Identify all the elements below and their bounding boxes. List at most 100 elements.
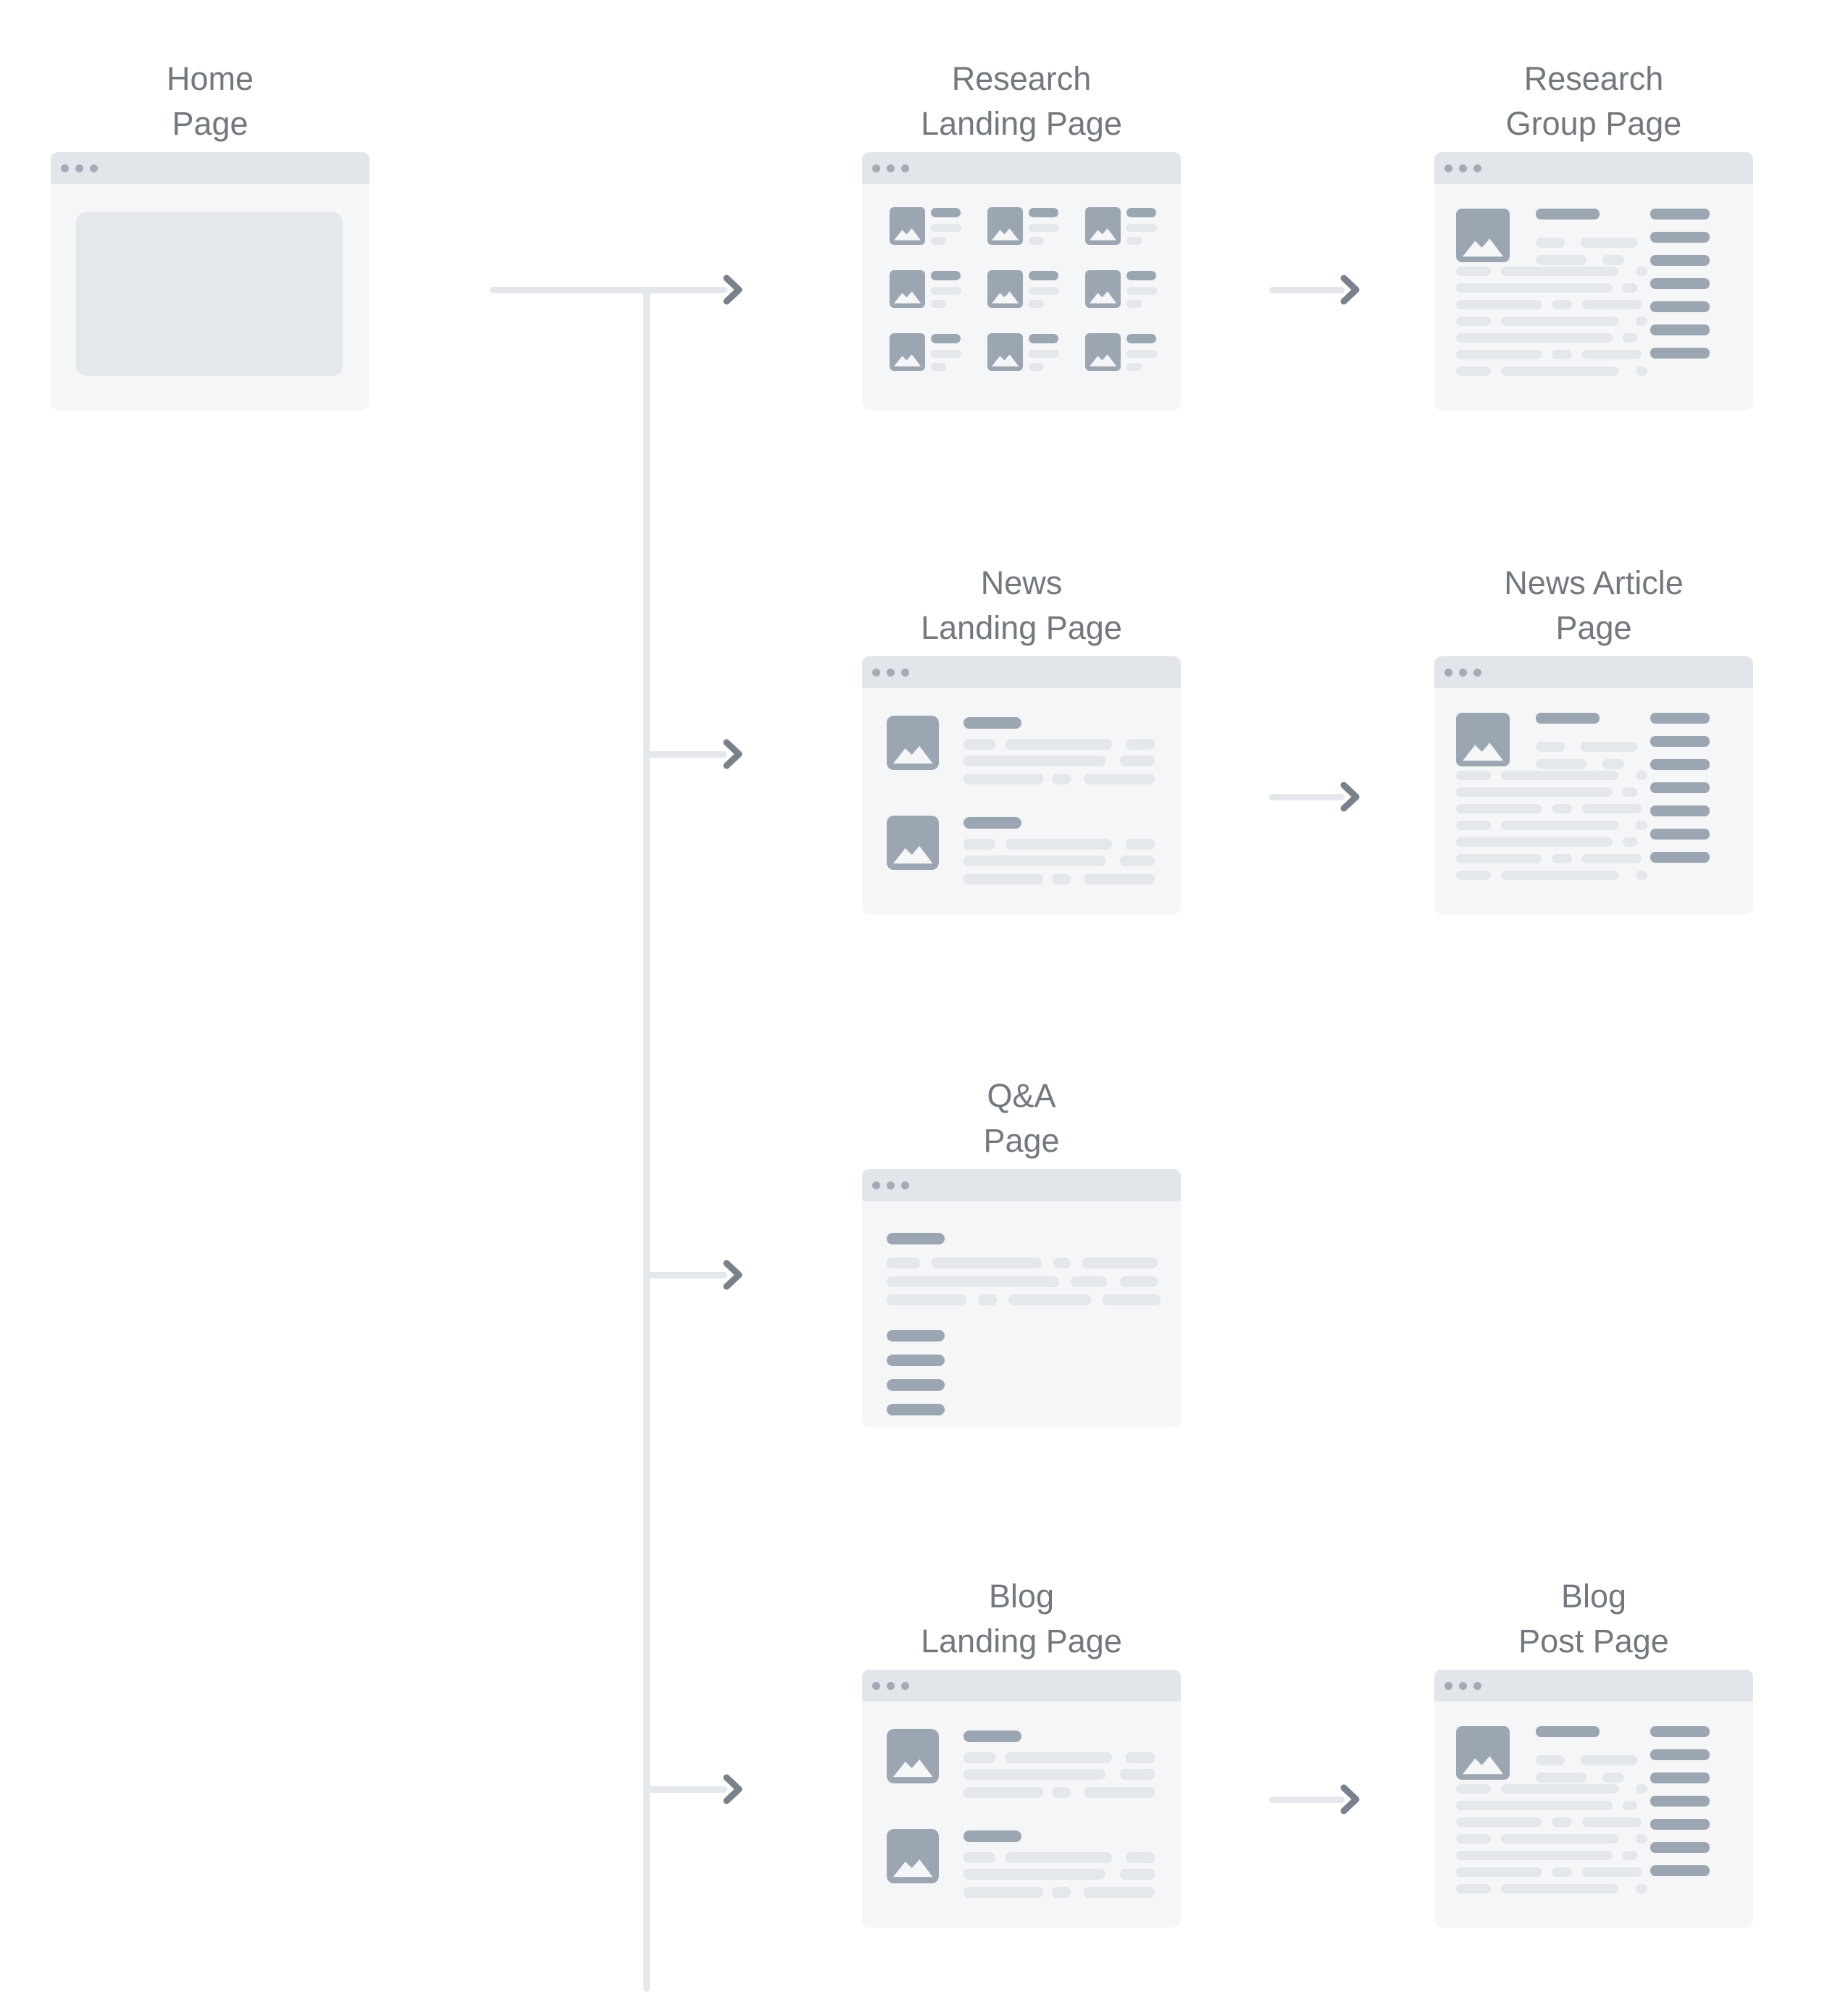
card-text-line bbox=[931, 224, 961, 232]
card-title-line bbox=[1126, 334, 1156, 343]
paragraph-line bbox=[1456, 350, 1542, 359]
list-title-line bbox=[963, 1830, 1021, 1842]
connector-research-to-group bbox=[1269, 287, 1345, 293]
list-text-line bbox=[963, 1769, 1105, 1780]
arrow-right-icon bbox=[1340, 1784, 1360, 1815]
article-meta-line bbox=[1602, 255, 1624, 265]
image-placeholder-icon bbox=[1456, 1726, 1510, 1780]
list-text-line bbox=[963, 756, 1105, 766]
article-meta-line bbox=[1536, 238, 1565, 248]
image-placeholder-icon bbox=[1456, 713, 1510, 766]
paragraph-line bbox=[1636, 771, 1647, 780]
article-meta-line bbox=[1536, 759, 1586, 769]
paragraph-line bbox=[1636, 1884, 1647, 1893]
qa-text-line bbox=[1008, 1294, 1091, 1305]
sidebar-nav-line bbox=[1650, 1819, 1710, 1830]
arrow-right-icon bbox=[723, 1774, 743, 1804]
connector-home-to-blog bbox=[646, 1786, 727, 1793]
image-placeholder-icon bbox=[987, 333, 1023, 371]
card-text-line bbox=[1029, 287, 1059, 295]
sidebar-nav-line bbox=[1650, 805, 1710, 816]
paragraph-line bbox=[1456, 804, 1542, 813]
sidebar-nav-line bbox=[1650, 1796, 1710, 1807]
article-title-line bbox=[1536, 1726, 1600, 1737]
card-title-line bbox=[931, 208, 961, 217]
paragraph-line bbox=[1456, 317, 1491, 326]
paragraph-line bbox=[1623, 1801, 1637, 1810]
browser-titlebar bbox=[862, 656, 1181, 688]
image-placeholder-icon bbox=[987, 270, 1023, 308]
article-meta-line bbox=[1536, 1755, 1565, 1765]
paragraph-line bbox=[1623, 837, 1637, 847]
list-title-line bbox=[963, 817, 1021, 829]
paragraph-line bbox=[1636, 871, 1647, 880]
arrow-right-icon bbox=[1340, 782, 1360, 812]
connector-home-to-qa bbox=[646, 1272, 727, 1279]
card-title-line bbox=[1029, 208, 1058, 217]
qa-link-line bbox=[887, 1330, 945, 1342]
connector-blog-to-post bbox=[1269, 1796, 1345, 1803]
paragraph-line bbox=[1501, 367, 1618, 376]
arrow-right-icon bbox=[723, 275, 743, 305]
paragraph-line bbox=[1501, 1884, 1618, 1893]
qa-text-line bbox=[1071, 1276, 1107, 1287]
qa-text-line bbox=[1120, 1276, 1158, 1287]
image-placeholder-icon bbox=[1085, 333, 1121, 371]
paragraph-line bbox=[1582, 1867, 1642, 1877]
list-text-line bbox=[1120, 1869, 1155, 1880]
article-meta-line bbox=[1581, 238, 1637, 248]
paragraph-line bbox=[1636, 367, 1647, 376]
paragraph-line bbox=[1456, 333, 1613, 343]
paragraph-line bbox=[1582, 804, 1642, 813]
list-text-line bbox=[1052, 1887, 1071, 1898]
list-text-line bbox=[963, 1869, 1105, 1880]
paragraph-line bbox=[1501, 267, 1618, 276]
paragraph-line bbox=[1552, 804, 1572, 813]
browser-titlebar bbox=[51, 152, 369, 184]
window-dots-icon bbox=[872, 164, 909, 172]
list-text-line bbox=[1126, 739, 1155, 750]
paragraph-line bbox=[1456, 1834, 1491, 1844]
browser-titlebar bbox=[862, 152, 1181, 184]
paragraph-line bbox=[1636, 1834, 1647, 1844]
list-text-line bbox=[1120, 855, 1155, 866]
research-landing-window bbox=[862, 152, 1181, 410]
paragraph-line bbox=[1636, 1784, 1647, 1794]
list-text-line bbox=[963, 739, 995, 750]
paragraph-line bbox=[1456, 1884, 1491, 1893]
image-placeholder-icon bbox=[890, 207, 925, 245]
research-group-window bbox=[1434, 152, 1753, 410]
card-title-line bbox=[1029, 271, 1058, 280]
list-text-line bbox=[1005, 739, 1112, 750]
image-placeholder-icon bbox=[887, 1829, 939, 1883]
paragraph-line bbox=[1623, 283, 1637, 293]
window-dots-icon bbox=[872, 1181, 909, 1189]
sidebar-nav-line bbox=[1650, 348, 1710, 359]
card-text-line bbox=[1029, 350, 1059, 358]
list-text-line bbox=[1005, 839, 1112, 850]
paragraph-line bbox=[1552, 350, 1572, 359]
card-title-line bbox=[1126, 271, 1156, 280]
list-title-line bbox=[963, 717, 1021, 729]
browser-titlebar bbox=[1434, 656, 1753, 688]
paragraph-line bbox=[1501, 1834, 1618, 1844]
window-dots-icon bbox=[1444, 164, 1481, 172]
image-placeholder-icon bbox=[987, 207, 1023, 245]
list-text-line bbox=[1126, 1752, 1155, 1763]
card-title-line bbox=[931, 334, 961, 343]
image-placeholder-icon bbox=[1085, 270, 1121, 308]
qa-title-line bbox=[887, 1233, 945, 1244]
qa-text-line bbox=[978, 1294, 997, 1305]
news-article-window bbox=[1434, 656, 1753, 914]
paragraph-line bbox=[1501, 821, 1618, 830]
image-placeholder-icon bbox=[1085, 207, 1121, 245]
paragraph-line bbox=[1582, 300, 1642, 309]
window-dots-icon bbox=[61, 164, 98, 172]
article-meta-line bbox=[1536, 1773, 1586, 1783]
browser-titlebar bbox=[1434, 1670, 1753, 1702]
